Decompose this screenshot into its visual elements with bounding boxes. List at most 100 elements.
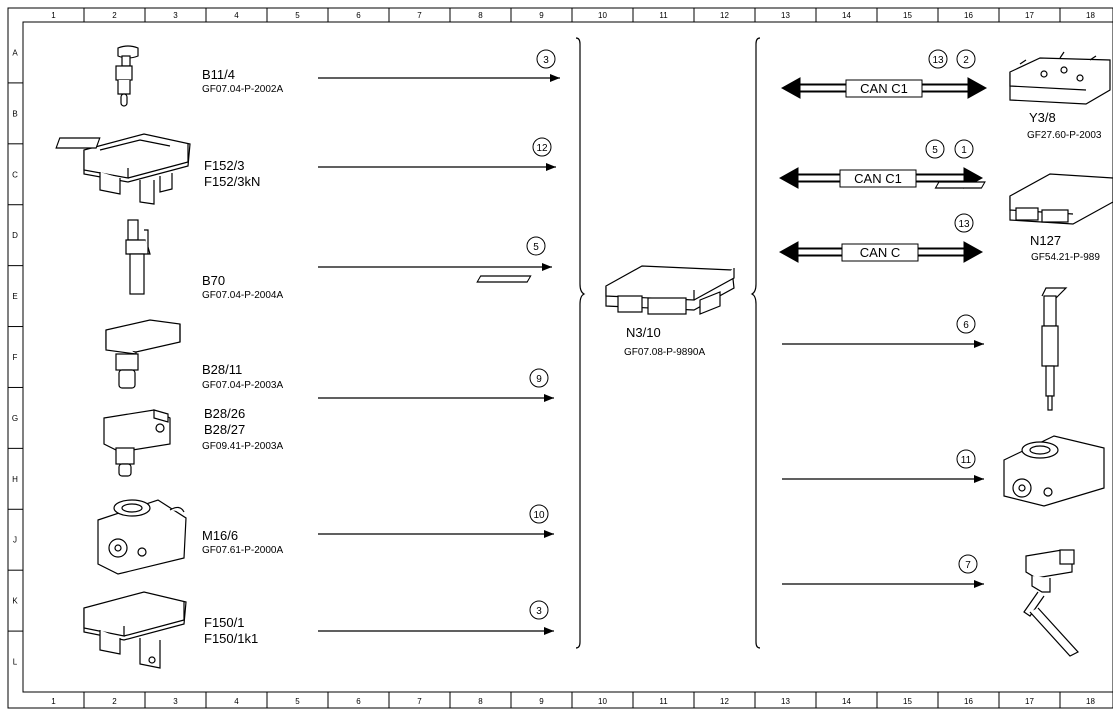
input-b11-4: B11/4 GF07.04-P-2002A	[202, 67, 283, 95]
pressure-sensor-icon	[105, 319, 181, 389]
grid-column-label: 6	[356, 11, 361, 20]
grid-column-label: 13	[781, 11, 790, 20]
throttle-actuator-2-icon	[1003, 435, 1105, 507]
input-b28-11: B28/11 GF07.04-P-2003A	[202, 362, 283, 391]
circle-marker: 6	[956, 314, 976, 334]
grid-column-label: 18	[1086, 11, 1095, 20]
grid-column-label: 12	[720, 11, 729, 20]
grid-column-label: 4	[234, 11, 239, 20]
component-label: B28/11	[202, 362, 242, 377]
component-label: B70	[202, 273, 225, 288]
grid-column-label: 15	[903, 697, 912, 706]
input-f152-3: F152/3 F152/3kN	[204, 158, 260, 189]
grid-column-label: 10	[598, 11, 607, 20]
grid-column-label: 17	[1025, 11, 1034, 20]
component-label: B28/26	[204, 406, 245, 421]
component-label: F152/3	[204, 158, 244, 173]
input-circle-markers: 3 12 5 9 10 3	[526, 49, 556, 620]
grid-column-label: 10	[598, 697, 607, 706]
valve-body-icon	[1009, 51, 1111, 105]
component-label: B28/27	[204, 422, 245, 437]
component-reference: GF07.04-P-2002A	[202, 84, 283, 95]
grid-column-label: 6	[356, 697, 361, 706]
component-reference: GF09.41-P-2003A	[202, 441, 283, 452]
output-signal-arrows	[782, 340, 984, 588]
circle-marker: 3	[536, 49, 556, 69]
center-unit-label: N3/10	[626, 325, 661, 340]
component-label: F150/1k1	[204, 631, 258, 646]
grid-column-label: 7	[417, 11, 422, 20]
svg-text:3: 3	[543, 55, 549, 66]
pressure-sensor-2-icon	[103, 409, 171, 477]
can-bus-2: CAN C1 5 1	[778, 139, 984, 189]
grid-column-label: 8	[478, 11, 483, 20]
throttle-actuator-icon	[97, 499, 187, 575]
svg-text:5: 5	[533, 242, 539, 253]
grid-column-label: 17	[1025, 697, 1034, 706]
grid-column-label: 8	[478, 697, 483, 706]
grid-row-label: J	[13, 536, 17, 545]
grid-row-label: F	[13, 353, 18, 362]
component-reference: GF07.04-P-2004A	[202, 290, 283, 301]
grid-row-label: G	[12, 414, 18, 423]
grid-column-label: 5	[295, 697, 300, 706]
input-signal-arrows	[318, 74, 560, 635]
grid-column-label: 1	[51, 11, 56, 20]
control-unit-icon	[476, 265, 735, 315]
grid-row-label: D	[12, 231, 18, 240]
svg-text:11: 11	[961, 455, 972, 466]
temperature-sensor-icon	[115, 45, 139, 107]
grid-column-label: 7	[417, 697, 422, 706]
svg-text:3: 3	[536, 606, 542, 617]
circle-marker: 10	[529, 504, 549, 524]
can-circle: 13	[958, 219, 970, 230]
grid-column-label: 11	[659, 697, 668, 706]
svg-text:9: 9	[536, 374, 542, 385]
grid-row-label: E	[12, 292, 17, 301]
left-brace	[575, 37, 586, 649]
component-label: F152/3kN	[204, 174, 260, 189]
input-m16-6: M16/6 GF07.61-P-2000A	[202, 528, 283, 556]
circle-marker: 11	[956, 449, 976, 469]
grid-column-label: 14	[842, 11, 851, 20]
output-circle-markers: 6 11 7	[956, 314, 978, 574]
grid-column-label: 14	[842, 697, 851, 706]
grid-column-label: 13	[781, 697, 790, 706]
circle-marker: 3	[529, 600, 549, 620]
grid-column-label: 12	[720, 697, 729, 706]
grid-column-label: 3	[173, 11, 178, 20]
control-module-icon	[934, 173, 1113, 225]
right-brace	[750, 37, 761, 649]
circle-marker: 7	[958, 554, 978, 574]
svg-text:12: 12	[536, 143, 548, 154]
fuse-box-icon	[55, 133, 191, 205]
can-circle: 13	[932, 55, 944, 66]
circle-marker: 5	[526, 236, 546, 256]
output-reference: GF54.21-P-989	[1031, 252, 1100, 263]
component-label: B11/4	[202, 67, 235, 82]
fuse-box-2-icon	[83, 591, 187, 669]
can-bus-label: CAN C1	[860, 81, 908, 96]
grid-row-label: A	[12, 48, 18, 57]
grid-column-label: 4	[234, 697, 239, 706]
grid-row-label: H	[12, 475, 18, 484]
svg-text:10: 10	[533, 510, 545, 521]
grid-column-label: 9	[539, 697, 544, 706]
can-bus-label: CAN C1	[854, 171, 902, 186]
grid-frame	[7, 7, 1113, 709]
grid-column-label: 18	[1086, 697, 1095, 706]
input-b28-26: B28/26 B28/27 GF09.41-P-2003A	[202, 406, 283, 452]
can-circle: 2	[963, 55, 969, 66]
can-bus-1: CAN C1 13 2	[780, 49, 988, 99]
circle-marker: 12	[532, 137, 552, 157]
grid-column-label: 5	[295, 11, 300, 20]
can-bus-3: CAN C 13	[778, 213, 984, 263]
output-reference: GF27.60-P-2003	[1027, 130, 1102, 141]
svg-text:6: 6	[963, 320, 969, 331]
fuel-injector-icon	[1041, 287, 1068, 411]
output-label: N127	[1030, 233, 1061, 248]
